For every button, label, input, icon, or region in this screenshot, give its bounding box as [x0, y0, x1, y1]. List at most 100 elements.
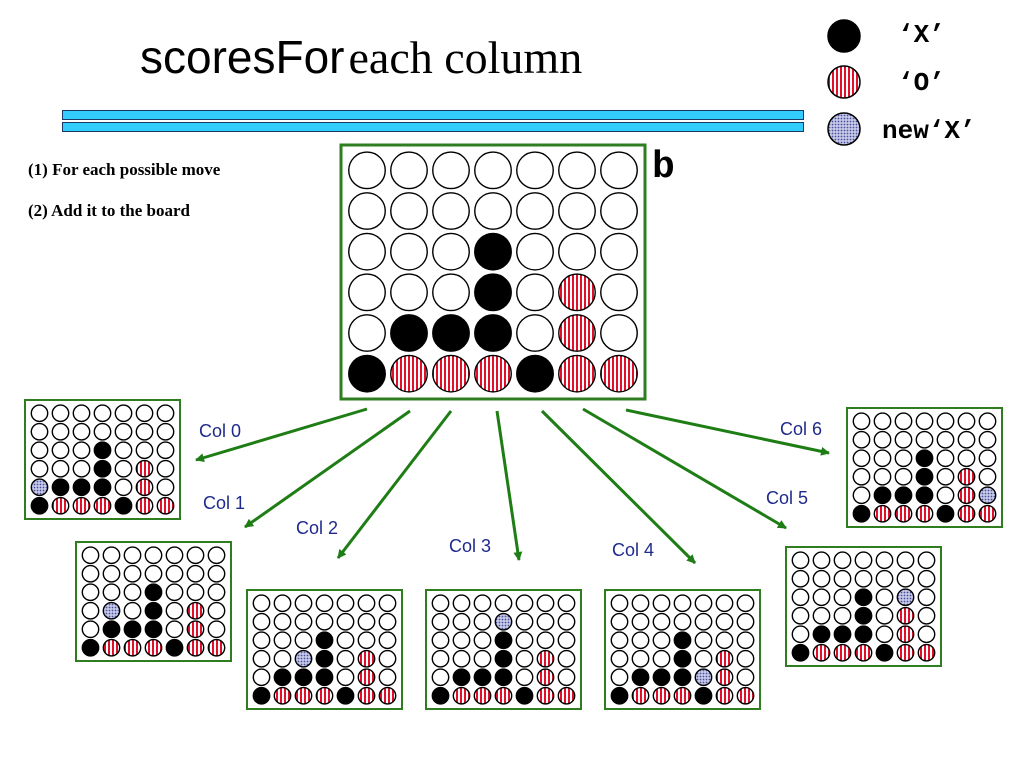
o-piece [558, 314, 596, 352]
new-x-piece [294, 649, 313, 668]
empty-slot [93, 404, 112, 423]
empty-slot [252, 668, 271, 687]
o-piece [957, 504, 976, 523]
empty-slot [557, 612, 576, 631]
empty-slot [896, 569, 915, 588]
o-piece [673, 686, 692, 705]
empty-slot [390, 192, 428, 230]
o-piece [186, 601, 205, 620]
x-piece [144, 601, 163, 620]
legend-label-o: ‘O’ [898, 68, 945, 98]
title-part-2: each column [348, 32, 583, 83]
empty-slot [812, 551, 831, 570]
empty-slot [474, 151, 512, 190]
empty-slot [114, 404, 133, 423]
o-piece [72, 496, 91, 515]
board-col-6 [846, 407, 1003, 528]
empty-slot [610, 612, 629, 631]
empty-slot [207, 564, 226, 583]
empty-slot [936, 430, 955, 449]
empty-slot [114, 441, 133, 460]
empty-slot [357, 631, 376, 650]
empty-slot [791, 588, 810, 607]
empty-slot [165, 564, 184, 583]
o-piece [123, 638, 142, 657]
empty-slot [978, 412, 997, 431]
empty-slot [81, 583, 100, 602]
empty-slot [474, 192, 512, 230]
o-piece [833, 643, 852, 662]
empty-slot [273, 631, 292, 650]
empty-slot [557, 631, 576, 650]
empty-slot [432, 151, 470, 190]
x-piece [494, 649, 513, 668]
x-piece [273, 668, 292, 687]
x-piece [144, 620, 163, 639]
o-piece [186, 620, 205, 639]
empty-slot [186, 546, 205, 565]
empty-slot [852, 449, 871, 468]
x-piece [515, 686, 534, 705]
empty-slot [652, 612, 671, 631]
empty-slot [610, 594, 629, 613]
o-piece [357, 649, 376, 668]
x-piece [494, 668, 513, 687]
empty-slot [348, 273, 386, 312]
empty-slot [102, 546, 121, 565]
empty-slot [452, 612, 471, 631]
empty-slot [135, 441, 154, 460]
empty-slot [915, 430, 934, 449]
o-piece [894, 504, 913, 523]
empty-slot [390, 232, 428, 271]
x-piece [873, 486, 892, 505]
o-piece [536, 649, 555, 668]
x-piece [348, 354, 386, 393]
col-0-label: Col 0 [199, 421, 242, 441]
legend-new-x-piece [827, 112, 861, 146]
col-6-label: Col 6 [780, 419, 823, 439]
empty-slot [165, 583, 184, 602]
o-piece [294, 686, 313, 705]
o-piece [957, 467, 976, 486]
arrows-group [195, 407, 830, 565]
empty-slot [30, 459, 49, 478]
o-piece [536, 668, 555, 687]
empty-slot [30, 422, 49, 441]
legend-o-piece [827, 65, 861, 99]
o-piece [896, 606, 915, 625]
boards-group [24, 143, 1003, 710]
empty-slot [114, 459, 133, 478]
empty-slot [348, 232, 386, 271]
empty-slot [631, 594, 650, 613]
empty-slot [378, 594, 397, 613]
o-piece [144, 638, 163, 657]
o-piece [873, 504, 892, 523]
empty-slot [917, 551, 936, 570]
empty-slot [515, 594, 534, 613]
x-piece [473, 668, 492, 687]
empty-slot [315, 594, 334, 613]
o-piece [978, 504, 997, 523]
board-col-1 [75, 541, 232, 662]
empty-slot [536, 631, 555, 650]
col-1-label: Col 1 [203, 493, 246, 513]
empty-slot [852, 467, 871, 486]
empty-slot [536, 612, 555, 631]
empty-slot [294, 612, 313, 631]
empty-slot [736, 631, 755, 650]
x-piece [252, 686, 271, 705]
o-piece [51, 496, 70, 515]
new-x-piece [896, 588, 915, 607]
o-piece [357, 668, 376, 687]
x-piece [791, 643, 810, 662]
empty-slot [207, 546, 226, 565]
empty-slot [557, 668, 576, 687]
new-x-piece [694, 668, 713, 687]
empty-slot [957, 430, 976, 449]
empty-slot [610, 631, 629, 650]
empty-slot [336, 612, 355, 631]
x-piece [93, 459, 112, 478]
o-piece [736, 686, 755, 705]
empty-slot [273, 649, 292, 668]
empty-slot [72, 404, 91, 423]
